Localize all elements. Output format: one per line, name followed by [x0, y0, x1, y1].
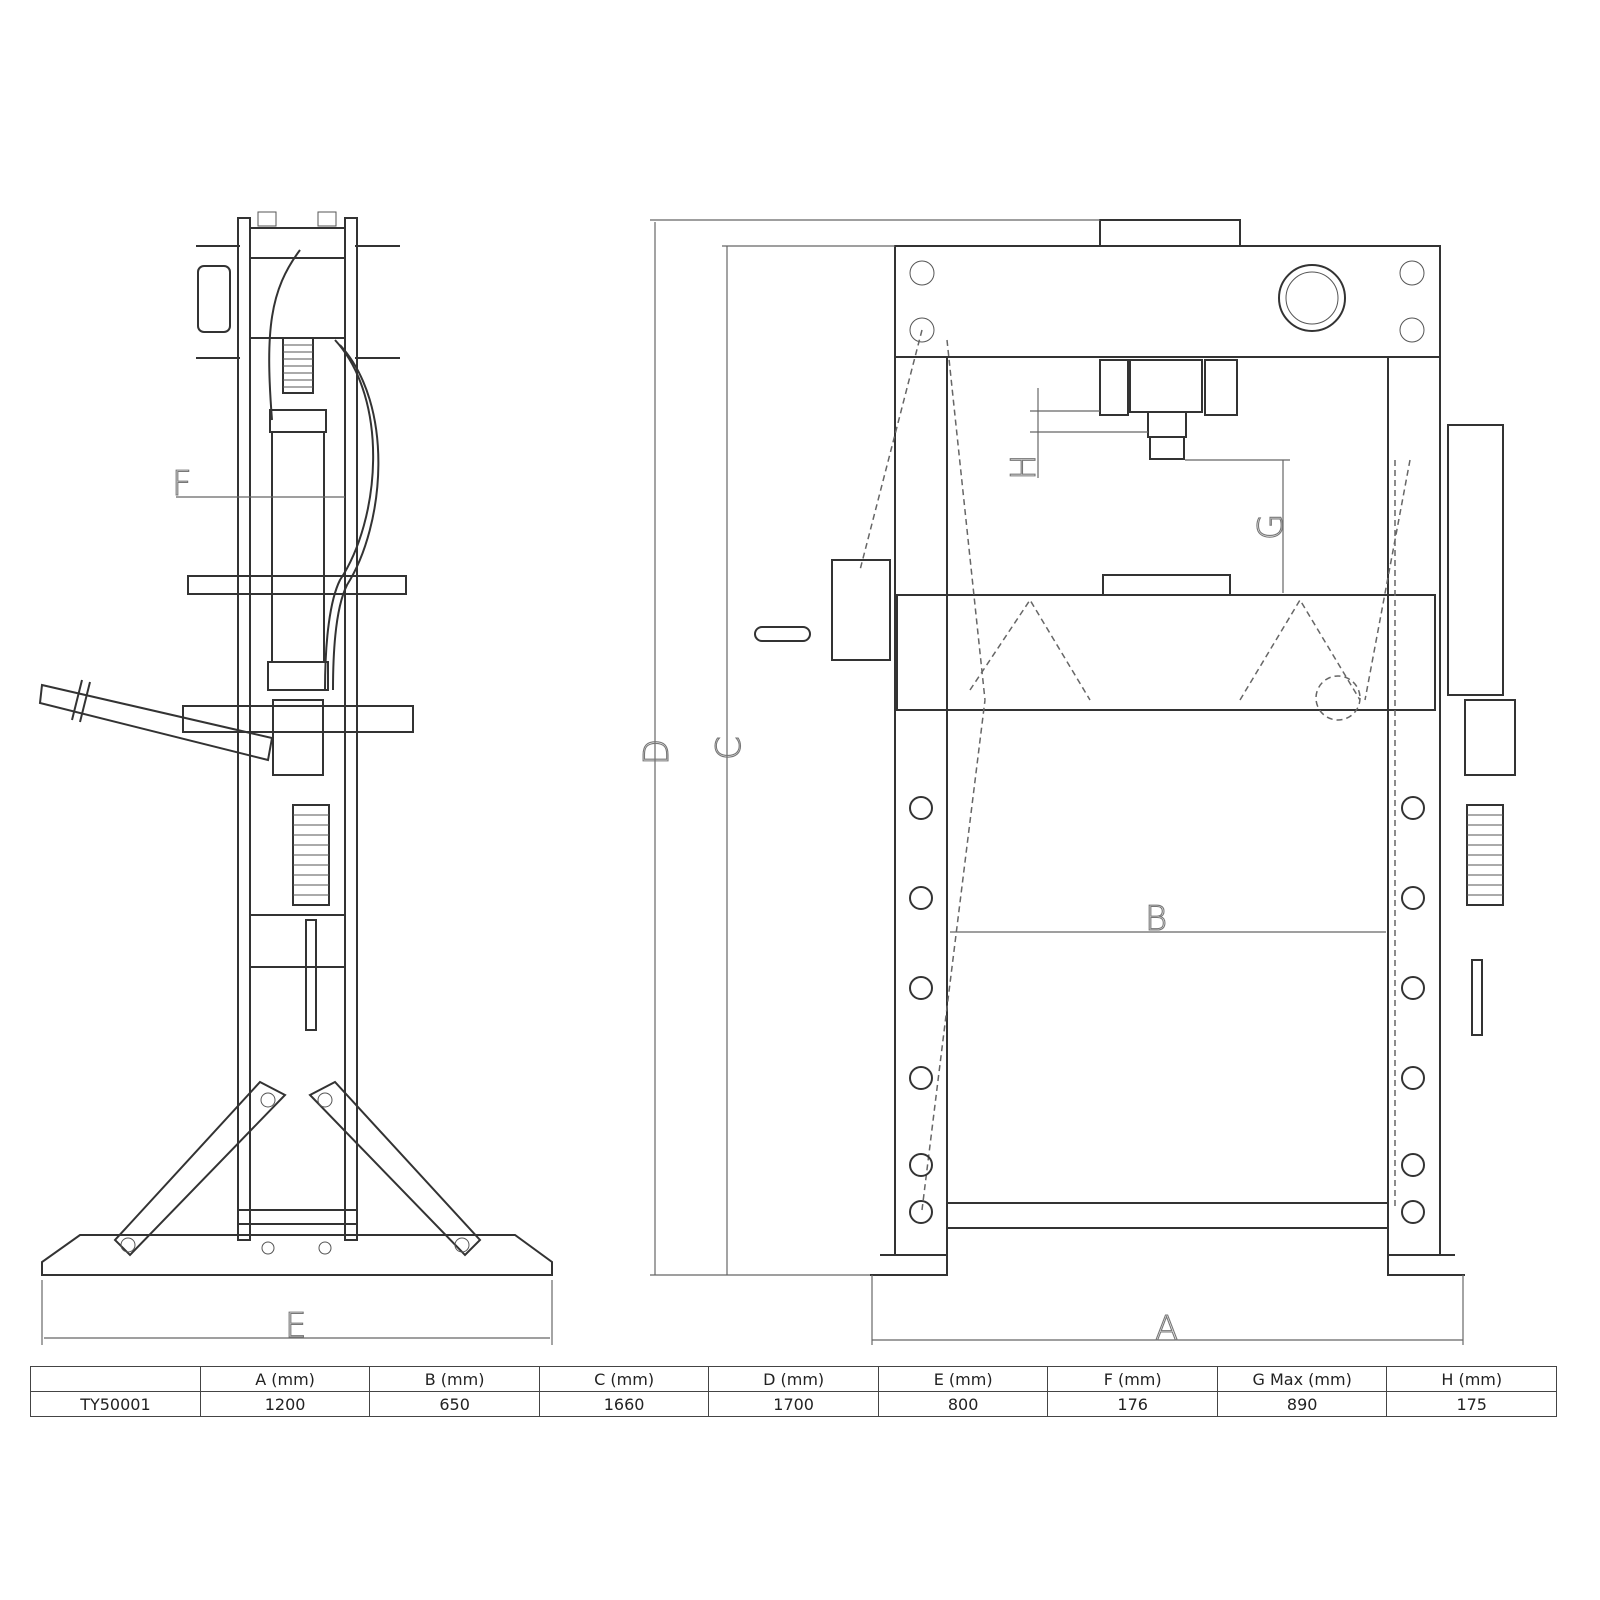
label-f: F: [172, 464, 192, 504]
dimension-labels: A B C D E F G H: [171, 454, 1291, 1350]
column-hole: [909, 1066, 933, 1090]
table-row: TY50001 1200 650 1660 1700 800 176 890 1…: [30, 1391, 1557, 1417]
label-h: H: [1004, 454, 1044, 480]
table-header-row: A (mm) B (mm) C (mm) D (mm) E (mm) F (mm…: [30, 1366, 1557, 1392]
table-cell: 176: [1047, 1391, 1218, 1417]
table-cell: 175: [1386, 1391, 1557, 1417]
column-hole: [909, 1153, 933, 1177]
table-cell: 890: [1216, 1391, 1388, 1417]
column-hole: [909, 886, 933, 910]
column-hole: [1401, 976, 1425, 1000]
header-cell: F (mm): [1047, 1366, 1218, 1392]
specification-table: A (mm) B (mm) C (mm) D (mm) E (mm) F (mm…: [30, 1366, 1557, 1417]
dimension-lines: [41, 219, 1464, 1345]
table-cell: 650: [369, 1391, 540, 1417]
label-e: E: [285, 1306, 306, 1346]
header-cell: B (mm): [369, 1366, 540, 1392]
header-cell: D (mm): [708, 1366, 879, 1392]
column-hole: [909, 1200, 933, 1224]
column-hole: [1401, 886, 1425, 910]
label-c: C: [709, 736, 749, 760]
header-cell: A (mm): [199, 1366, 371, 1392]
table-cell: 1700: [708, 1391, 879, 1417]
column-hole: [1401, 1066, 1425, 1090]
label-g: G: [1251, 514, 1291, 540]
side-view: [38, 211, 553, 1276]
column-hole: [1401, 1153, 1425, 1177]
header-cell: G Max (mm): [1216, 1366, 1388, 1392]
header-cell: [30, 1366, 201, 1392]
table-cell: 1660: [538, 1391, 710, 1417]
column-hole: [1401, 796, 1425, 820]
label-b: B: [1145, 899, 1167, 939]
header-cell: C (mm): [538, 1366, 710, 1392]
table-cell: 1200: [199, 1391, 371, 1417]
label-d: D: [637, 739, 677, 765]
column-hole: [909, 796, 933, 820]
column-hole: [909, 976, 933, 1000]
front-view: [754, 219, 1516, 1276]
table-cell: 800: [877, 1391, 1049, 1417]
header-cell: E (mm): [877, 1366, 1049, 1392]
header-cell: H (mm): [1386, 1366, 1557, 1392]
label-a: A: [1155, 1309, 1178, 1349]
column-hole: [1401, 1200, 1425, 1224]
table-cell: TY50001: [30, 1391, 201, 1417]
